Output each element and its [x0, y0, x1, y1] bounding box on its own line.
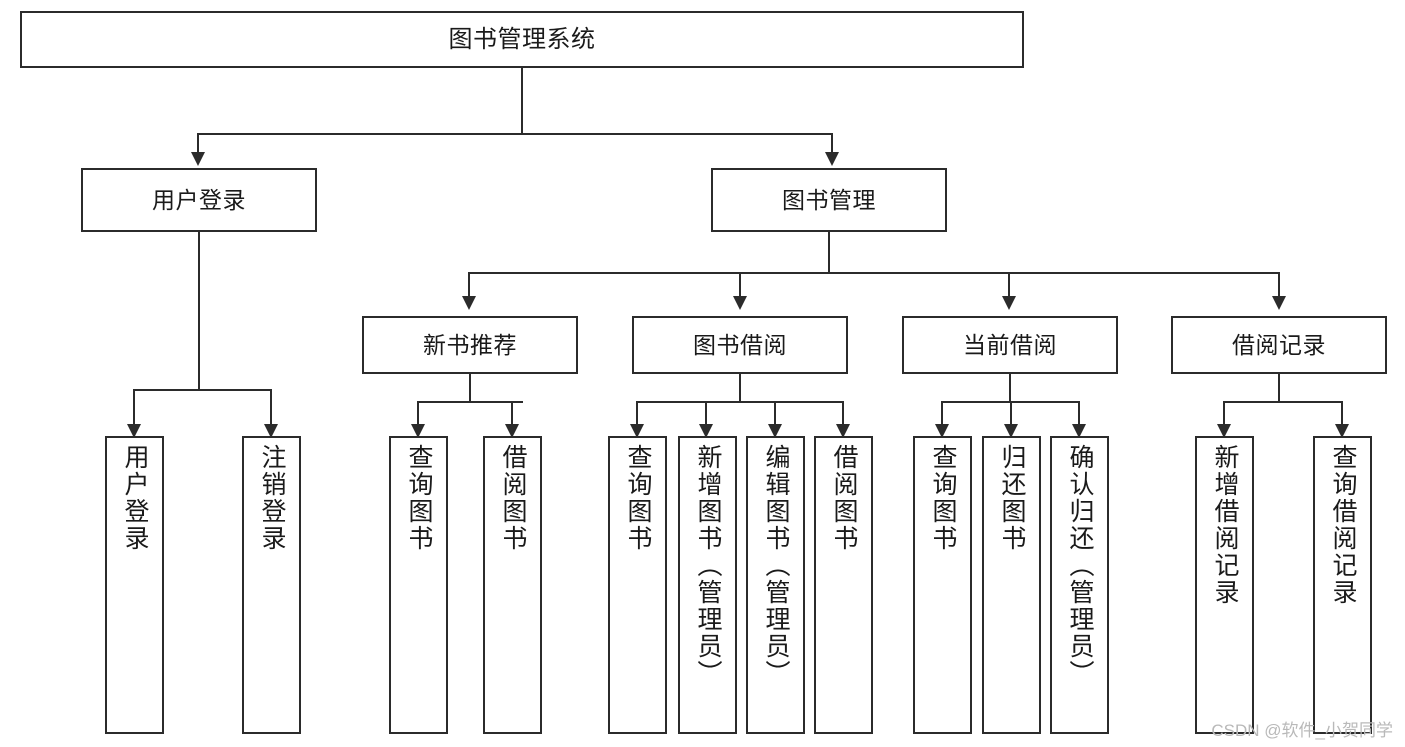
csdn-watermark: CSDN @软件_小贺同学	[1211, 721, 1393, 740]
node-leaf-query-book-3[interactable]: 查询图书	[913, 436, 972, 734]
arrowhead-to-leaf-add-record	[1217, 424, 1231, 438]
connector-new-book-rec-drop-1	[417, 401, 419, 425]
connector-current-borrow-down	[1009, 374, 1011, 402]
connector-current-borrow-drop-3	[1078, 401, 1080, 425]
connector-book-borrow-drop-4	[842, 401, 844, 425]
connector-current-borrow-drop-1	[941, 401, 943, 425]
node-leaf-query-record[interactable]: 查询借阅记录	[1313, 436, 1372, 734]
connector-borrow-record-drop-1	[1223, 401, 1225, 425]
node-leaf-query-book-1-label: 查询图书	[405, 444, 433, 552]
node-root[interactable]: 图书管理系统	[20, 11, 1024, 68]
arrowhead-to-current-borrow	[1002, 296, 1016, 310]
arrowhead-to-leaf-add-book	[699, 424, 713, 438]
node-borrow-record-label: 借阅记录	[1232, 331, 1326, 358]
connector-borrow-record-down	[1278, 374, 1280, 402]
connector-level2-drop-user	[197, 133, 199, 153]
node-new-book-rec-label: 新书推荐	[423, 331, 517, 358]
node-leaf-query-book-2[interactable]: 查询图书	[608, 436, 667, 734]
node-leaf-user-logout-label: 注销登录	[258, 444, 286, 552]
connector-user-login-down	[198, 232, 200, 390]
connector-borrow-record-bus	[1223, 401, 1342, 403]
node-leaf-add-record[interactable]: 新增借阅记录	[1195, 436, 1254, 734]
arrowhead-to-leaf-user-login	[127, 424, 141, 438]
node-leaf-return-book-label: 归还图书	[998, 444, 1026, 552]
node-new-book-rec[interactable]: 新书推荐	[362, 316, 578, 374]
arrowhead-to-book-mgmt	[825, 152, 839, 166]
node-leaf-query-record-label: 查询借阅记录	[1329, 444, 1357, 606]
node-leaf-user-login[interactable]: 用户登录	[105, 436, 164, 734]
node-leaf-add-book[interactable]: 新增图书（管理员）	[678, 436, 737, 734]
connector-user-login-bus	[133, 389, 271, 391]
node-leaf-confirm-return[interactable]: 确认归还（管理员）	[1050, 436, 1109, 734]
connector-new-book-rec-down	[469, 374, 471, 402]
arrowhead-to-user-login	[191, 152, 205, 166]
node-leaf-borrow-book-1-label: 借阅图书	[499, 444, 527, 552]
connector-new-book-rec-drop-2	[511, 401, 513, 425]
arrowhead-to-leaf-user-logout	[264, 424, 278, 438]
connector-book-borrow-bus	[636, 401, 843, 403]
node-leaf-edit-book[interactable]: 编辑图书（管理员）	[746, 436, 805, 734]
arrowhead-to-leaf-query-record	[1335, 424, 1349, 438]
node-current-borrow-label: 当前借阅	[963, 331, 1057, 358]
node-user-login[interactable]: 用户登录	[81, 168, 317, 232]
arrowhead-to-leaf-query-book-2	[630, 424, 644, 438]
connector-user-login-drop-1	[133, 389, 135, 425]
connector-book-borrow-down	[739, 374, 741, 402]
connector-book-borrow-drop-1	[636, 401, 638, 425]
connector-level3-drop-1	[468, 272, 470, 297]
arrowhead-to-leaf-confirm-return	[1072, 424, 1086, 438]
node-leaf-borrow-book-2[interactable]: 借阅图书	[814, 436, 873, 734]
node-current-borrow[interactable]: 当前借阅	[902, 316, 1118, 374]
arrowhead-to-leaf-borrow-book-2	[836, 424, 850, 438]
node-leaf-borrow-book-1[interactable]: 借阅图书	[483, 436, 542, 734]
connector-borrow-record-drop-2	[1341, 401, 1343, 425]
node-leaf-user-login-label: 用户登录	[121, 444, 149, 552]
arrowhead-to-leaf-return-book	[1004, 424, 1018, 438]
connector-level3-drop-4	[1278, 272, 1280, 297]
connector-book-mgmt-down	[828, 232, 830, 273]
node-leaf-user-logout[interactable]: 注销登录	[242, 436, 301, 734]
arrowhead-to-book-borrow	[733, 296, 747, 310]
connector-root-down	[521, 68, 523, 134]
arrowhead-to-leaf-query-book-1	[411, 424, 425, 438]
connector-level3-bus	[468, 272, 1280, 274]
node-leaf-borrow-book-2-label: 借阅图书	[830, 444, 858, 552]
node-leaf-add-book-label: 新增图书（管理员）	[694, 444, 722, 687]
connector-level3-drop-2	[739, 272, 741, 297]
node-leaf-add-record-label: 新增借阅记录	[1211, 444, 1239, 606]
node-leaf-query-book-3-label: 查询图书	[929, 444, 957, 552]
connector-new-book-rec-bus	[417, 401, 523, 403]
node-book-borrow[interactable]: 图书借阅	[632, 316, 848, 374]
arrowhead-to-leaf-borrow-book-1	[505, 424, 519, 438]
connector-level3-drop-3	[1008, 272, 1010, 297]
node-book-mgmt[interactable]: 图书管理	[711, 168, 947, 232]
connector-user-login-drop-2	[270, 389, 272, 425]
connector-current-borrow-drop-2	[1010, 401, 1012, 425]
node-leaf-return-book[interactable]: 归还图书	[982, 436, 1041, 734]
node-root-label: 图书管理系统	[448, 25, 596, 53]
node-borrow-record[interactable]: 借阅记录	[1171, 316, 1387, 374]
arrowhead-to-new-book-rec	[462, 296, 476, 310]
arrowhead-to-leaf-edit-book	[768, 424, 782, 438]
node-book-borrow-label: 图书借阅	[693, 331, 787, 358]
connector-book-borrow-drop-3	[774, 401, 776, 425]
node-user-login-label: 用户登录	[152, 186, 246, 213]
connector-level2-bus	[197, 133, 833, 135]
connector-level2-drop-book	[831, 133, 833, 153]
arrowhead-to-leaf-query-book-3	[935, 424, 949, 438]
node-leaf-query-book-2-label: 查询图书	[624, 444, 652, 552]
connector-book-borrow-drop-2	[705, 401, 707, 425]
arrowhead-to-borrow-record	[1272, 296, 1286, 310]
node-leaf-edit-book-label: 编辑图书（管理员）	[762, 444, 790, 687]
node-leaf-confirm-return-label: 确认归还（管理员）	[1066, 444, 1094, 687]
node-leaf-query-book-1[interactable]: 查询图书	[389, 436, 448, 734]
node-book-mgmt-label: 图书管理	[782, 186, 876, 213]
